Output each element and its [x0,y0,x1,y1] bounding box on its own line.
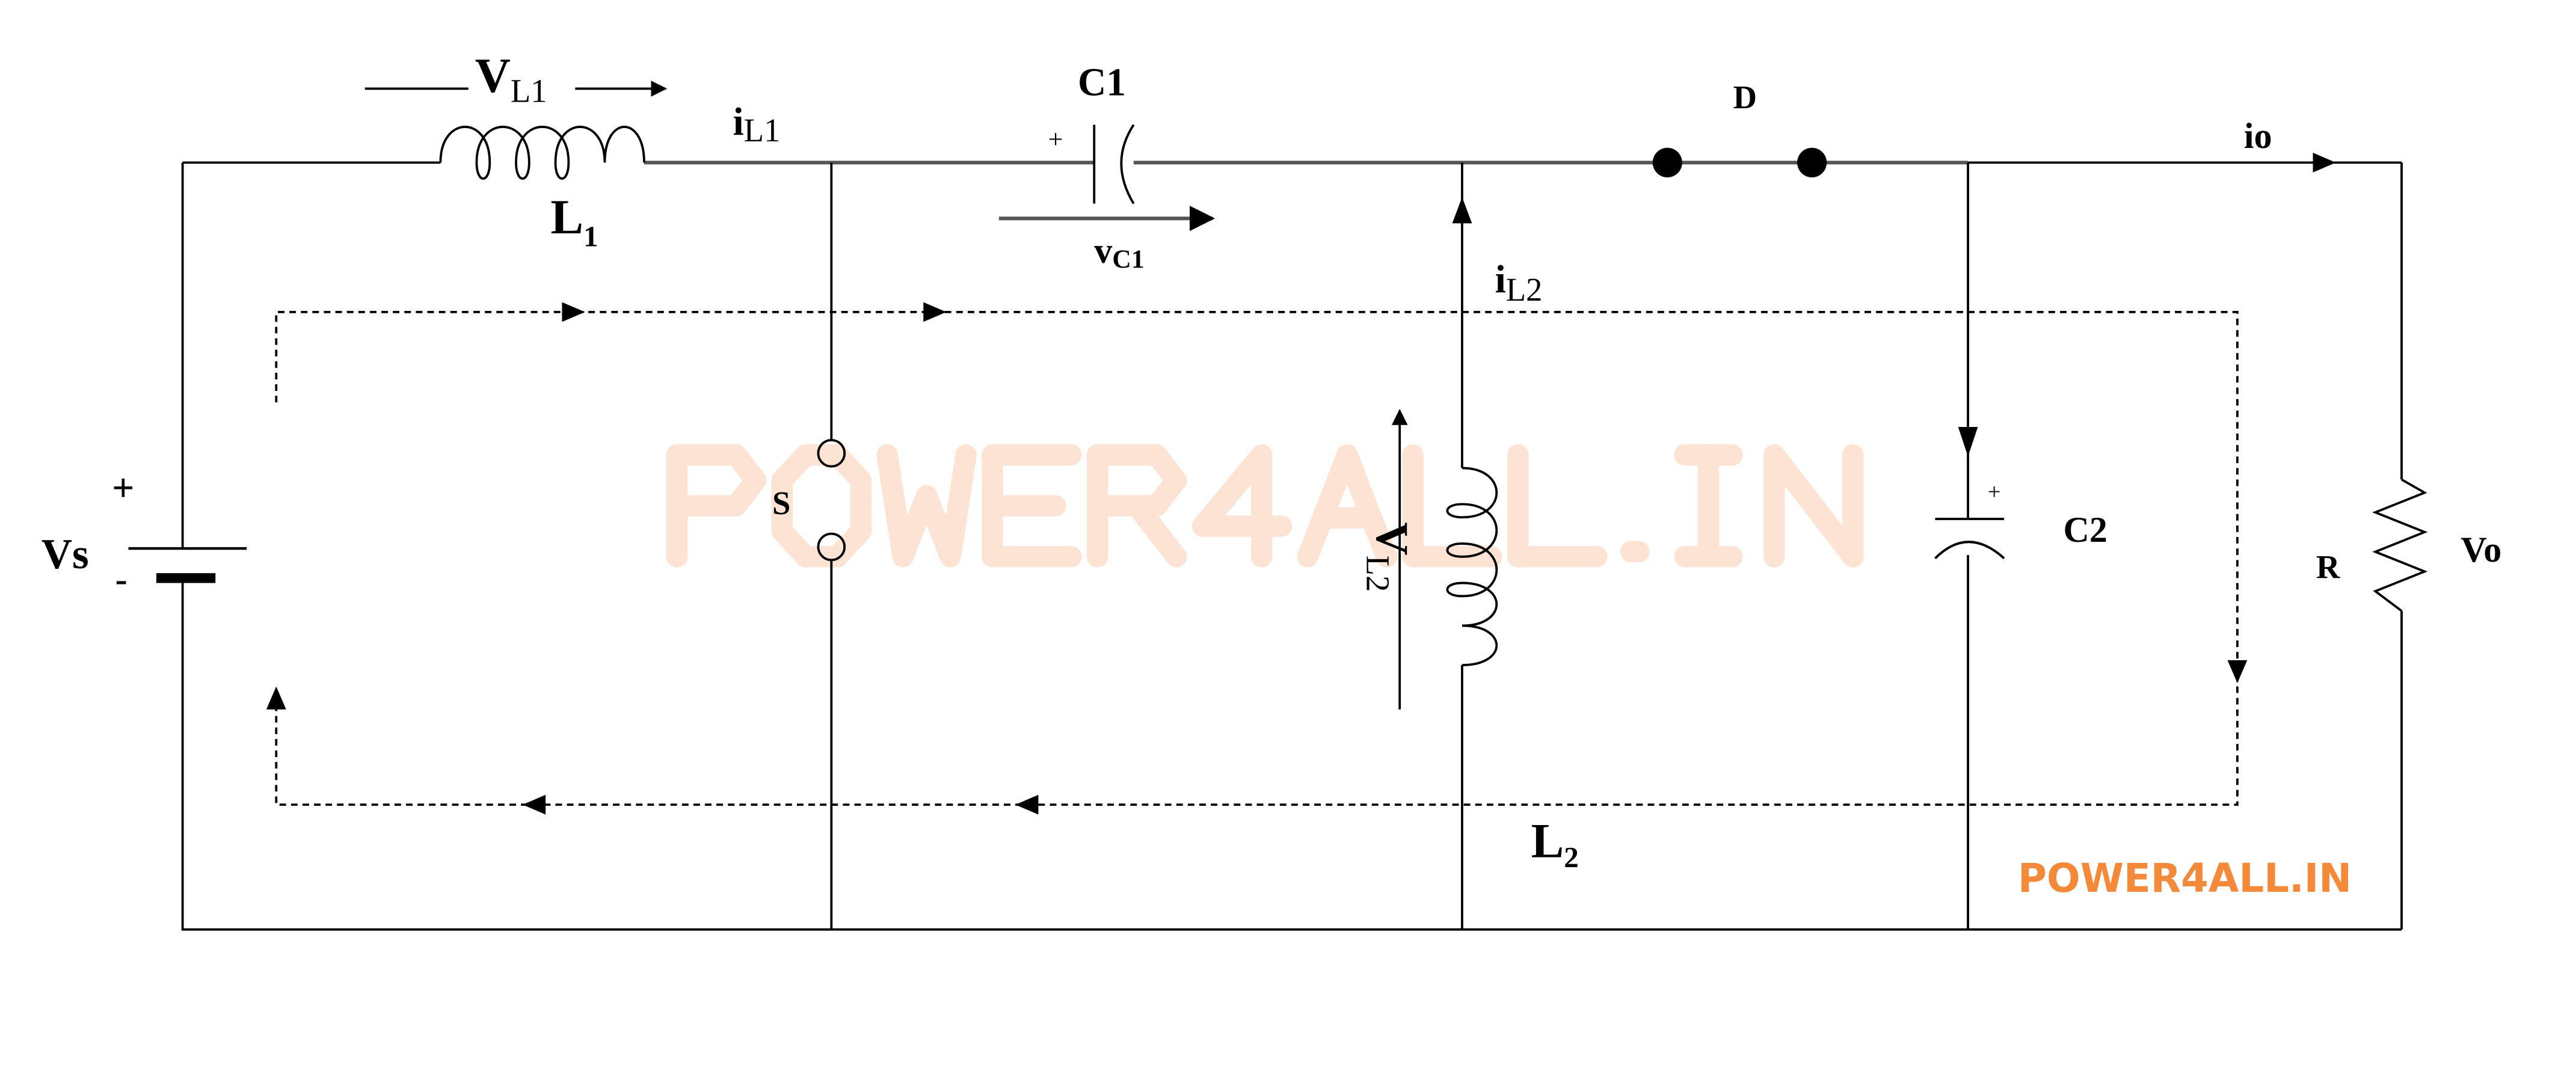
diode-terminal-2 [1797,147,1827,177]
il1-label: iL1 [733,100,780,149]
watermark-letter-stroke [1191,444,1293,568]
current-path-loop [266,302,2248,815]
watermark-letter-stroke [666,444,767,568]
watermark-letter-stroke [876,444,977,568]
vl2-label: VL2 [1360,522,1418,592]
resistor-label: R [2316,548,2340,585]
c2-current-arrow-icon [1958,427,1978,457]
vs-plus-sign: + [112,467,134,510]
vc1-label: vC1 [1094,230,1144,274]
vo-label: Vo [2461,529,2501,569]
vs-minus-sign: - [115,559,128,599]
c1-label: C1 [1078,61,1126,104]
resistor-r [2372,478,2428,612]
c1-plus-sign: + [1048,125,1063,154]
dc-source-vs [128,547,247,583]
diode-terminal-1 [1652,147,1682,177]
watermark-main-logo [666,444,1864,568]
watermark-corner: POWER4ALL.IN [2018,856,2352,901]
l2-label: L2 [1531,814,1579,874]
l1-label: L1 [550,189,598,253]
vs-label: Vs [41,531,89,578]
io-label: io [2244,115,2272,156]
inductor-l2 [1446,467,1498,666]
diode-label: D [1733,79,1757,115]
watermark-letter-stroke [1126,495,1187,568]
il2-label: iL2 [1495,258,1543,308]
watermark-letter-stroke [771,444,872,568]
watermark-letter-stroke [1507,444,1608,568]
switch-s [817,162,846,930]
capacitor-c1 [1093,124,1135,204]
watermark-letter-stroke [1763,444,1864,568]
top-wire [182,152,2402,173]
switch-label: S [772,485,790,521]
c2-plus-sign: + [1988,479,2001,505]
vl1-label: VL1 [475,48,547,109]
c2-label: C2 [2063,509,2107,550]
capacitor-c2 [1934,518,2005,559]
io-arrow-icon [2313,152,2336,173]
inductor-l1 [439,126,645,180]
il2-arrow-icon [1452,197,1472,224]
